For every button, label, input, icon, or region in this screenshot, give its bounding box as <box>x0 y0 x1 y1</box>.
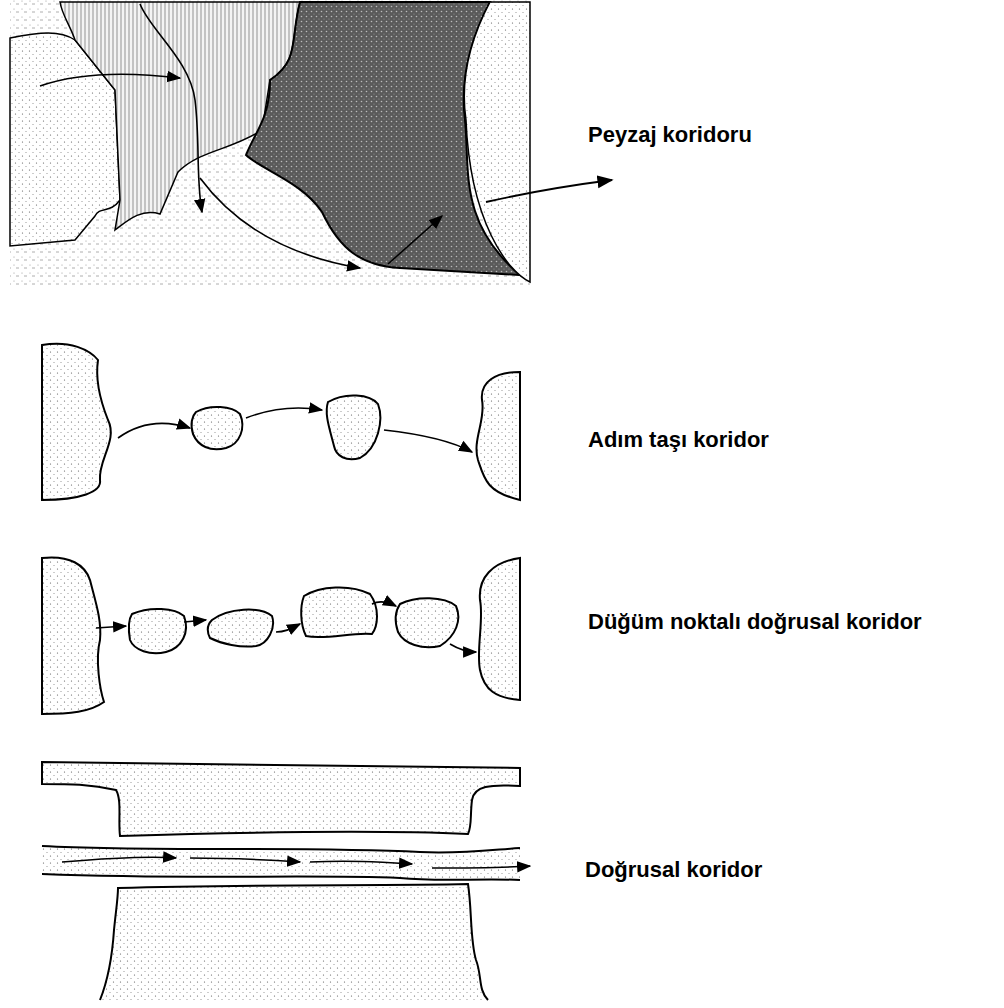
landscape-mosaic <box>10 0 612 285</box>
corridor-type-label: Peyzaj koridoru <box>588 122 752 148</box>
corridor-type-label: Düğüm noktalı doğrusal koridor <box>588 609 922 635</box>
corridor-type-label: Doğrusal koridor <box>585 857 762 883</box>
node-linear-corridor <box>42 557 520 714</box>
corridor-type-label: Adım taşı koridor <box>588 427 769 453</box>
stepping-stone-corridor <box>42 344 520 500</box>
linear-corridor <box>42 762 530 1000</box>
